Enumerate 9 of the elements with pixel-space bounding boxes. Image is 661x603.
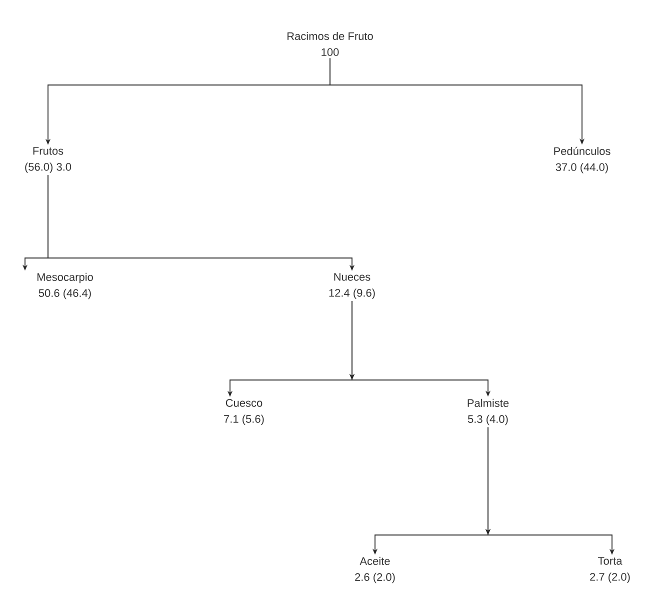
node-label: Nueces 12.4 (9.6) bbox=[329, 273, 375, 299]
node-label: Mesocarpio 50.6 (46.4) bbox=[37, 272, 93, 300]
node-label: Frutos (56.0) 3.0 bbox=[25, 147, 72, 173]
node-label: Palmiste 5.3 (4.0) bbox=[468, 398, 509, 426]
node-label: Torta 2.7 (2.0) bbox=[590, 557, 630, 583]
node-label: Pedúnculos 37.0 (44.0) bbox=[554, 146, 610, 174]
node-label: Aceite 2.6 (2.0) bbox=[355, 556, 395, 584]
node-label: Cuesco 7.1 (5.6) bbox=[224, 399, 264, 425]
node-label: Racimos de Fruto 100 bbox=[288, 32, 373, 56]
